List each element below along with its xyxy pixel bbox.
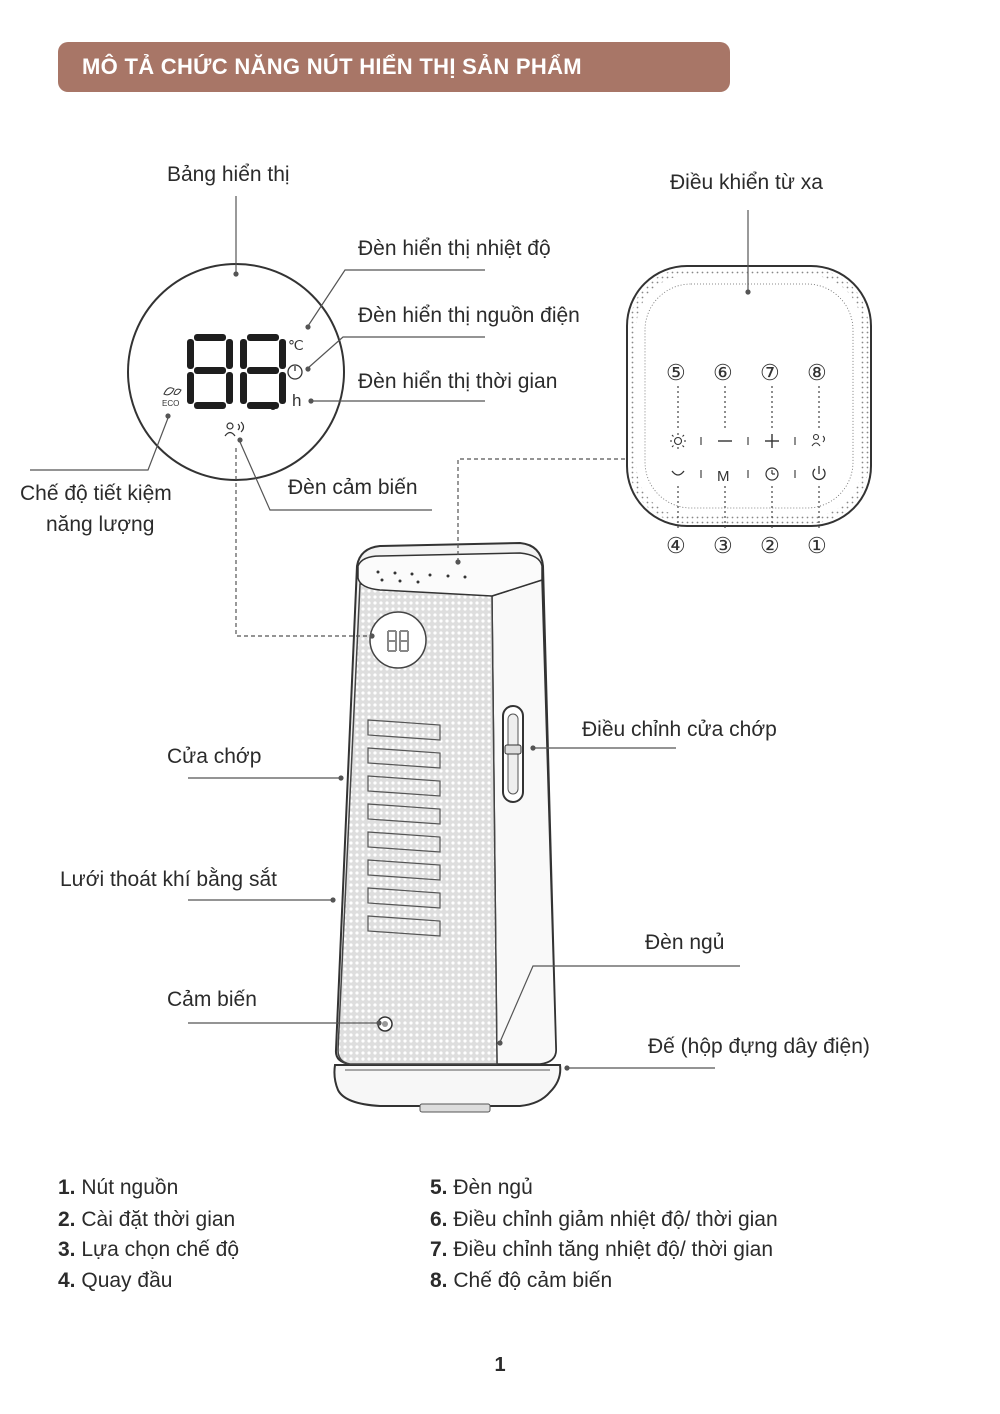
remote-control: ⑤ ⑥ ⑦ ⑧ ④ ③ ② ① [626,265,872,558]
plus-icon[interactable] [765,434,779,448]
legend-item-8: 8. Chế độ cảm biến [430,1269,613,1292]
remote-number-5: ⑤ [666,360,686,385]
night-light-label: Đèn ngủ [645,931,725,954]
base-label: Đế (hộp đựng dây điện) [648,1035,870,1058]
clock-icon[interactable] [765,467,779,481]
power-indicator-icon [287,364,303,380]
sensor-person-icon[interactable] [811,433,826,447]
time-light-label: Đèn hiển thị thời gian [358,370,558,393]
power-light-label: Đèn hiển thị nguồn điện [358,304,580,327]
remote-number-7: ⑦ [760,360,780,385]
remote-number-1: ① [807,533,827,558]
section-header: MÔ TẢ CHỨC NĂNG NÚT HIỂN THỊ SẢN PHẨM [58,42,730,92]
legend-item-1: 1. Nút nguồn [58,1176,179,1199]
legend-item-7: 7. Điều chỉnh tăng nhiệt độ/ thời gian [430,1238,774,1261]
sensor-label: Cảm biến [167,988,257,1011]
eco-leaf-icon: ECO [162,387,182,408]
leader-lines [30,196,751,1071]
eco-mode-label-line2: năng lượng [46,513,155,536]
sensor-light-label: Đèn cảm biến [288,476,418,499]
display-panel-label: Bảng hiển thị [167,163,290,186]
remote-number-6: ⑥ [713,360,733,385]
celsius-unit: ℃ [288,337,304,353]
mode-icon[interactable]: M [717,468,730,485]
display-panel-zoom: ℃ h ECO [127,263,345,481]
sun-icon[interactable] [670,433,686,449]
remote-number-4: ④ [666,533,686,558]
legend-item-5: 5. Đèn ngủ [430,1176,533,1199]
remote-number-2: ② [760,533,780,558]
seven-segment-digits [187,334,286,410]
hour-unit: h [292,391,301,410]
legend-item-3: 3. Lựa chọn chế độ [58,1238,240,1261]
louver-adjust-label: Điều chỉnh cửa chớp [582,718,777,741]
page-number: 1 [494,1354,506,1376]
remote-number-3: ③ [713,533,733,558]
oscillate-icon[interactable] [671,470,685,476]
section-title: MÔ TẢ CHỨC NĂNG NÚT HIỂN THỊ SẢN PHẨM [82,54,582,79]
iron-grille-label: Lưới thoát khí bằng sắt [60,868,277,891]
remote-number-8: ⑧ [807,360,827,385]
legend-item-2: 2. Cài đặt thời gian [58,1208,236,1231]
louver-label: Cửa chớp [167,745,262,768]
power-icon[interactable] [812,466,826,481]
sensor-person-icon [224,421,245,437]
eco-label: ECO [162,399,179,408]
legend-item-4: 4. Quay đầu [58,1269,173,1292]
eco-mode-label-line1: Chế độ tiết kiệm [20,482,172,505]
heater-tower [333,541,562,1113]
legend-item-6: 6. Điều chỉnh giảm nhiệt độ/ thời gian [430,1208,778,1231]
remote-label: Điều khiển từ xa [670,171,823,194]
temp-light-label: Đèn hiển thị nhiệt độ [358,237,551,260]
